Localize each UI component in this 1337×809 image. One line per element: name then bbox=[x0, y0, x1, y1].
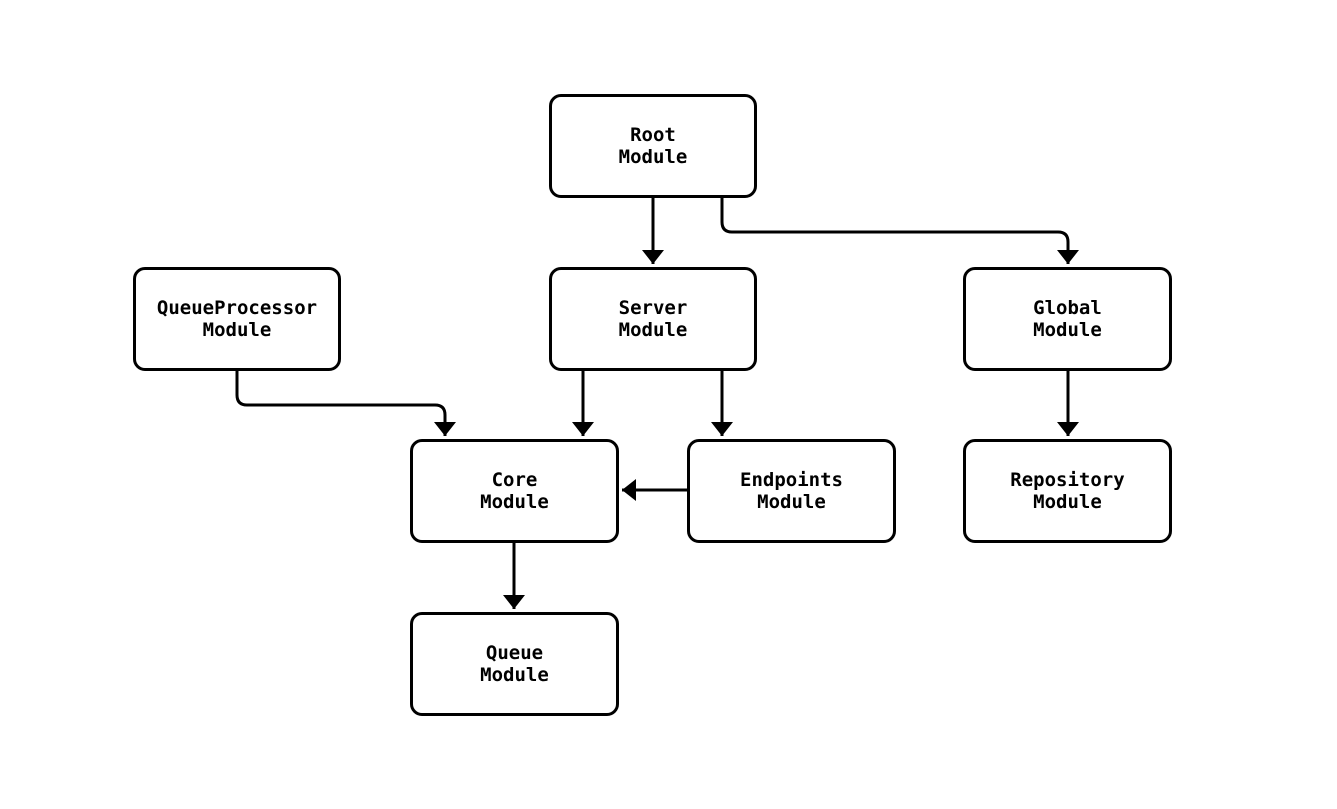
node-queue-module: Queue Module bbox=[410, 612, 619, 716]
node-label-repository-module: Repository Module bbox=[1010, 469, 1125, 513]
edges-group bbox=[235, 198, 1079, 609]
edge-queueprocessor-module-to-core-module bbox=[235, 371, 456, 436]
node-label-endpoints-module: Endpoints Module bbox=[740, 469, 843, 513]
node-label-server-module: Server Module bbox=[618, 297, 688, 341]
node-label-root-module: Root Module bbox=[618, 124, 688, 168]
node-label-queueprocessor-module: QueueProcessor Module bbox=[156, 297, 318, 341]
node-queueprocessor-module: QueueProcessor Module bbox=[133, 267, 341, 371]
node-endpoints-module: Endpoints Module bbox=[687, 439, 896, 543]
node-root-module: Root Module bbox=[549, 94, 757, 198]
node-label-global-module: Global Module bbox=[1033, 297, 1102, 341]
node-global-module: Global Module bbox=[963, 267, 1172, 371]
node-repository-module: Repository Module bbox=[963, 439, 1172, 543]
edge-root-module-to-global-module bbox=[720, 198, 1079, 264]
node-label-queue-module: Queue Module bbox=[480, 642, 549, 686]
node-server-module: Server Module bbox=[549, 267, 757, 371]
node-label-core-module: Core Module bbox=[480, 469, 549, 513]
node-core-module: Core Module bbox=[410, 439, 619, 543]
